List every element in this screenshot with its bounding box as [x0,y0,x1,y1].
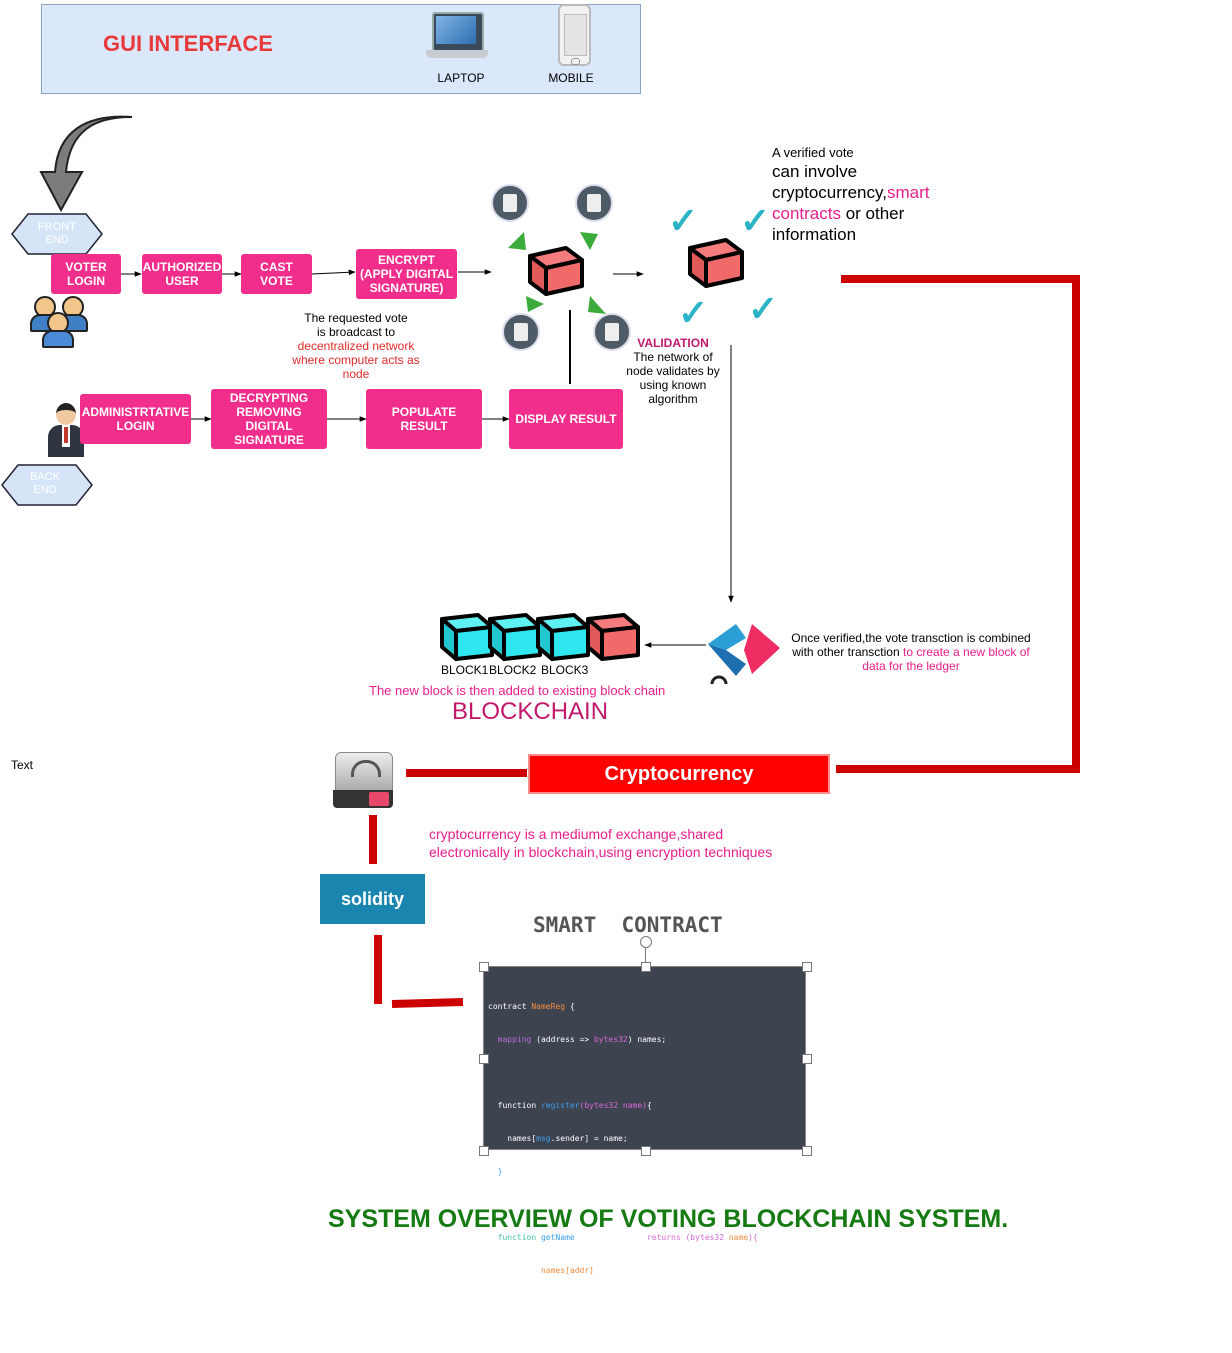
ledger-logo-icon [708,624,780,685]
mobile-icon [558,4,591,66]
populate-result-box: POPULATE RESULT [366,389,482,449]
blockchain-label: BLOCKCHAIN [452,698,609,725]
red-connector-right [836,275,1080,773]
validation-note: VALIDATION The network of node validates… [626,336,720,406]
gui-interface-panel [41,4,641,94]
laptop-label: LAPTOP [437,71,485,85]
diagram-canvas [1,115,1080,1008]
code-line: function register(bytes32 name){ [488,1101,652,1110]
code-line: function getName(address addr) returns (… [488,1233,758,1242]
solidity-box: solidity [320,874,425,924]
block1-label: BLOCK1 [441,663,489,677]
check-icon: ✓ [668,200,699,241]
red-cube-icon [688,238,744,288]
block3-label: BLOCK3 [541,663,589,677]
check-icon: ✓ [740,200,771,241]
cryptocurrency-label: Cryptocurrency [604,762,754,785]
authorized-user-box: AUTHORIZED USER [142,254,222,294]
resize-handle[interactable] [641,1146,651,1156]
resize-handle[interactable] [479,962,489,972]
admin-person-icon [48,403,84,459]
resize-handle[interactable] [802,1054,812,1064]
code-line: return names[addr]; [488,1266,599,1275]
combine-note: Once verified,the vote transction is com… [791,631,1031,673]
cyan-cube-icon [488,613,542,661]
admin-login-box: ADMINISTRTATIVE LOGIN [80,394,191,444]
mobile-label: MOBILE [548,71,594,85]
gui-interface-title: GUI INTERFACE [103,31,273,56]
crypto-description: cryptocurrency is a mediumof exchange,sh… [429,826,773,860]
resize-handle[interactable] [479,1054,489,1064]
decrypting-box: DECRYPTING REMOVING DIGITAL SIGNATURE [211,389,327,449]
solidity-label: solidity [340,888,404,909]
code-line: mapping (address => bytes32) names; [488,1035,667,1044]
resize-handle[interactable] [479,1146,489,1156]
chain-note: The new block is then added to existing … [369,683,666,698]
cyan-cube-icon [536,613,590,661]
node-computer-icon [491,184,529,222]
display-result-box: DISPLAY RESULT [509,389,623,449]
block2-label: BLOCK2 [489,663,537,677]
voter-group-icon [30,292,88,348]
code-line: contract NameReg { [488,1002,575,1011]
resize-handle[interactable] [802,962,812,972]
hard-drive-icon [333,752,393,810]
frontend-hexagon [11,213,103,255]
cryptocurrency-box: Cryptocurrency [528,754,830,794]
node-computer-icon [593,313,631,351]
cast-vote-box: CAST VOTE [241,254,312,294]
backend-hexagon [1,464,93,506]
backend-label: BACK END [30,471,60,496]
code-line: } [488,1167,503,1176]
curved-down-arrow [39,115,133,213]
broadcast-note: The requested vote is broadcast to decen… [292,311,420,381]
text-label: Text [11,758,34,772]
laptop-icon [426,10,488,72]
code-panel[interactable]: contract NameReg { mapping (address => b… [483,966,806,1341]
rotate-handle-icon[interactable] [640,936,652,948]
footer-title: SYSTEM OVERVIEW OF VOTING BLOCKCHAIN SYS… [328,1205,1009,1233]
node-computer-icon [502,313,540,351]
frontend-label: FRONT END [38,221,76,246]
check-icon: ✓ [678,292,709,333]
verified-vote-note: A verified vote can involve cryptocurren… [772,145,930,244]
node-computer-icon [575,184,613,222]
encrypt-box: ENCRYPT (APPLY DIGITAL SIGNATURE) [356,249,457,299]
code-line: } [488,1332,493,1341]
resize-handle[interactable] [802,1146,812,1156]
code-line: } [488,1299,503,1308]
red-cube-icon [528,246,584,296]
red-cube-icon [586,613,640,661]
code-line: names[msg.sender] = name; [488,1134,628,1143]
smart-contract-title: SMART CONTRACT [533,913,723,937]
cyan-cube-icon [440,613,494,661]
resize-handle[interactable] [641,962,651,972]
voter-login-box: VOTER LOGIN [51,254,121,294]
check-icon: ✓ [748,288,779,329]
